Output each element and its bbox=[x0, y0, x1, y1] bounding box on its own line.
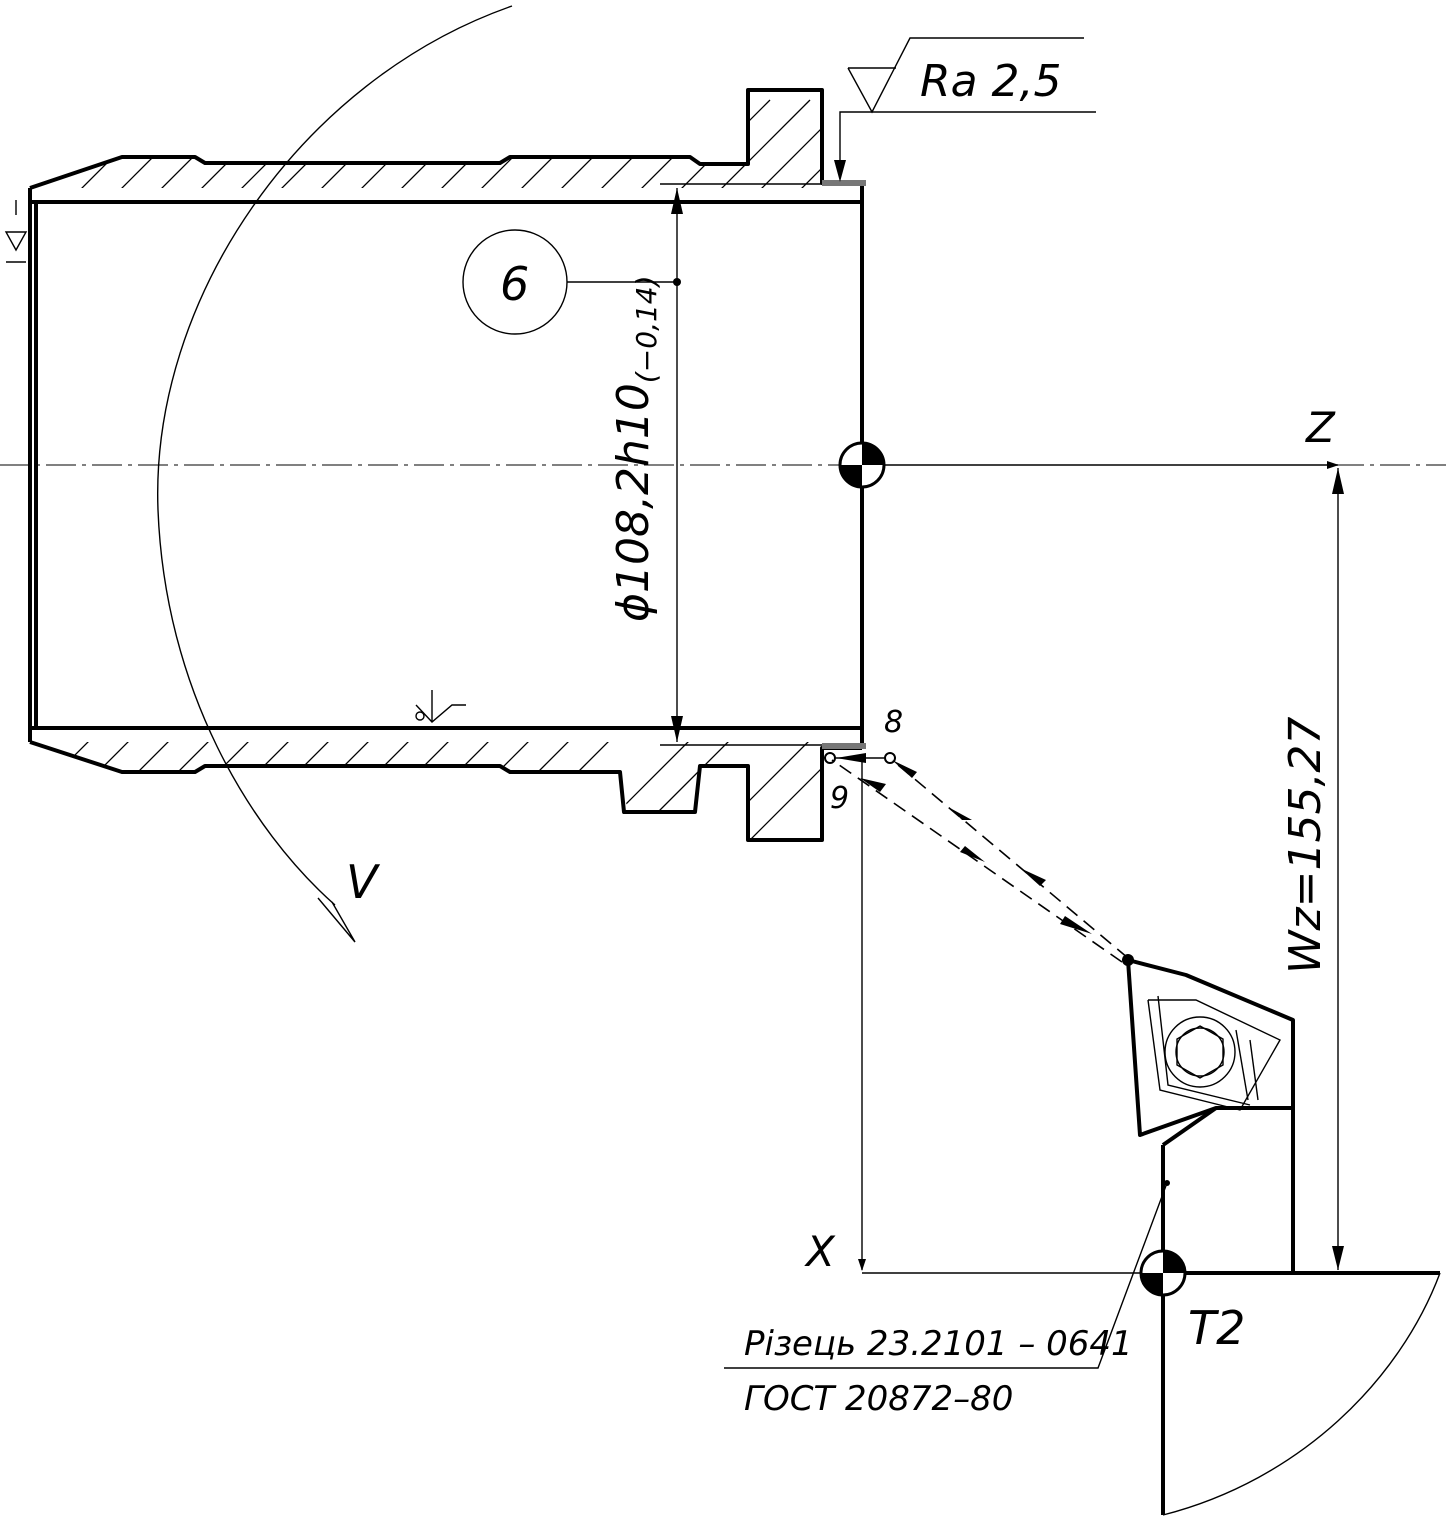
diameter-dimension: ϕ108,2h10(−0,14) bbox=[608, 183, 822, 746]
roughness-label: Ra 2,5 bbox=[920, 56, 1062, 107]
cutting-speed-label: V bbox=[346, 855, 381, 909]
z-axis-label: Z bbox=[1305, 403, 1336, 452]
tool-standard-label: ГОСТ 20872–80 bbox=[744, 1379, 1013, 1419]
workpiece bbox=[4, 88, 866, 842]
cutting-tool bbox=[1126, 958, 1441, 1516]
point-8-marker bbox=[884, 752, 896, 764]
surface-number: 6 bbox=[500, 257, 529, 311]
tool-path: 8 9 bbox=[824, 705, 1134, 966]
wz-label: Wz=155,27 bbox=[1280, 717, 1331, 974]
tool-reference-icon: T2 bbox=[1139, 1249, 1245, 1355]
x-axis-label: X bbox=[804, 1227, 836, 1276]
tool-callout: Різець 23.2101 – 0641 ГОСТ 20872–80 bbox=[724, 1180, 1170, 1419]
rotation-arc bbox=[157, 5, 513, 906]
point-8-label: 8 bbox=[884, 705, 903, 740]
wz-dimension: Wz=155,27 bbox=[1280, 468, 1344, 1270]
point-9-marker bbox=[824, 752, 836, 764]
tool-number-label: T2 bbox=[1188, 1301, 1245, 1355]
hatch-bottom bbox=[39, 742, 822, 840]
tool-name-label: Різець 23.2101 – 0641 bbox=[744, 1324, 1133, 1364]
x-axis: X bbox=[804, 760, 1140, 1276]
roughness-symbol: Ra 2,5 bbox=[834, 37, 1096, 182]
diameter-label: ϕ108,2h10(−0,14) bbox=[608, 275, 663, 622]
point-9-label: 9 bbox=[830, 781, 849, 816]
z-axis: Z bbox=[884, 403, 1339, 469]
workpiece-zero-icon bbox=[838, 441, 886, 489]
bore-roughness-mark bbox=[415, 690, 466, 723]
surface-number-callout: 6 bbox=[462, 229, 677, 335]
